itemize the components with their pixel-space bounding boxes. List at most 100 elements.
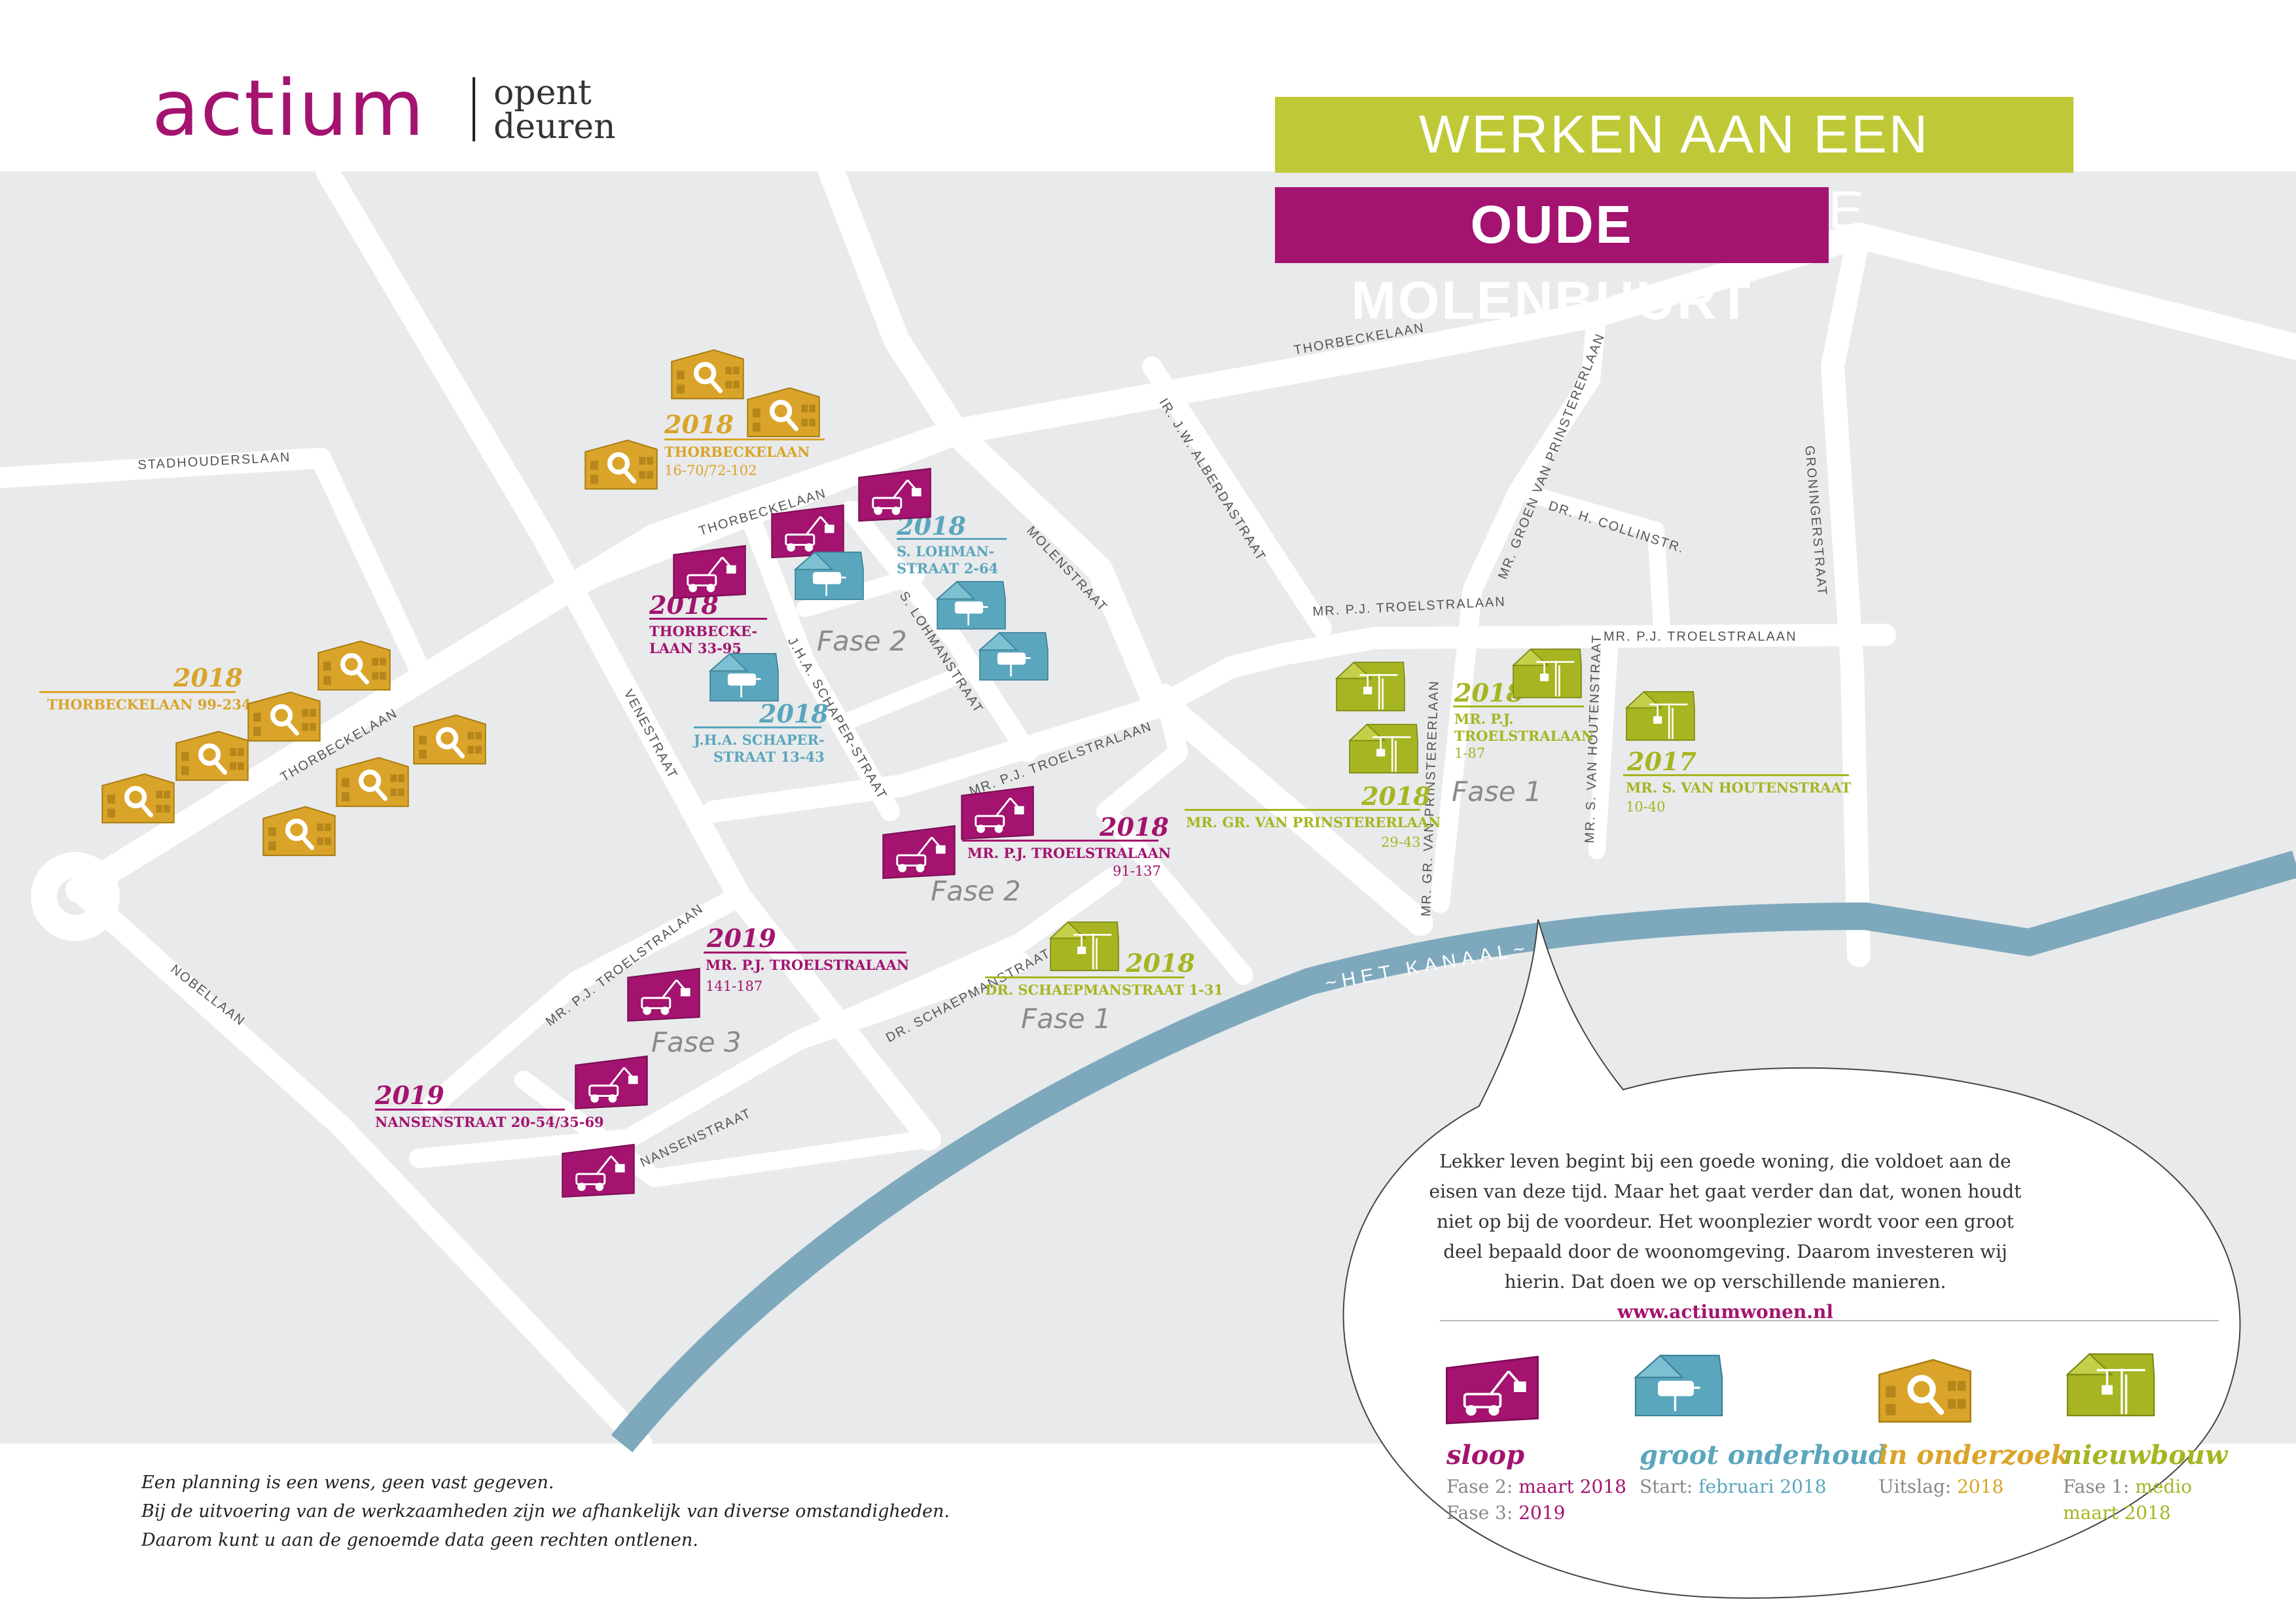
legend-value: maart 2018 bbox=[2063, 1502, 2171, 1524]
demolition-icon bbox=[560, 1142, 637, 1202]
project-year: 2017 bbox=[1627, 747, 1696, 776]
construction-crane-icon bbox=[1332, 658, 1409, 718]
project-address: DR. SCHAEPMANSTRAAT 1-31 bbox=[985, 982, 1224, 998]
project-detail: 16-70/72-102 bbox=[664, 463, 757, 478]
legend-label: Fase 2: bbox=[1446, 1476, 1513, 1497]
project-address2: TROELSTRALAAN bbox=[1454, 728, 1594, 744]
phase-label: Fase 2 bbox=[931, 875, 1021, 907]
project-address: MR. P.J. TROELSTRALAAN bbox=[706, 957, 910, 973]
project-year: 2019 bbox=[707, 923, 776, 953]
construction-crane-icon bbox=[1345, 720, 1422, 780]
research-building-icon bbox=[245, 687, 323, 747]
legend-value: medio bbox=[2135, 1476, 2193, 1497]
info-text-block: Lekker leven begint bij een goede woning… bbox=[1424, 1147, 2026, 1327]
info-text: Lekker leven begint bij een goede woning… bbox=[1429, 1150, 2022, 1293]
renovation-house-icon bbox=[933, 576, 1010, 636]
legend-value: 2018 bbox=[1957, 1476, 2004, 1497]
project-address2: STRAAT 13-43 bbox=[713, 749, 825, 765]
construction-crane-icon bbox=[1509, 645, 1586, 705]
legend-line: Start: februari 2018 bbox=[1640, 1474, 1827, 1500]
project-detail: 10-40 bbox=[1626, 799, 1666, 815]
project-year: 2018 bbox=[173, 663, 243, 692]
phase-label: Fase 1 bbox=[1021, 1003, 1111, 1035]
project-rule bbox=[985, 976, 1185, 978]
research-building-icon bbox=[583, 435, 660, 495]
title-line1: WERKEN AAN EEN VERNIEUWDE bbox=[1275, 97, 2073, 240]
project-detail: 1-87 bbox=[1454, 745, 1486, 761]
disclaimer-line3: Daarom kunt u aan de genoemde data geen … bbox=[141, 1530, 698, 1550]
project-address: MR. GR. VAN PRINSTERERLAAN bbox=[1186, 814, 1441, 830]
project-rule bbox=[1185, 809, 1420, 811]
road-network bbox=[0, 158, 2296, 1455]
project-address: NANSENSTRAAT 20-54/35-69 bbox=[375, 1114, 604, 1130]
logo-tagline-line1: opent bbox=[493, 73, 592, 113]
logo-divider bbox=[473, 77, 475, 141]
project-address: S. LOHMAN- bbox=[897, 543, 995, 560]
project-year: 2018 bbox=[1361, 781, 1431, 811]
project-rule bbox=[649, 618, 767, 620]
demolition-icon bbox=[1443, 1353, 1541, 1429]
research-building-icon bbox=[260, 802, 338, 862]
phase-label: Fase 3 bbox=[651, 1026, 742, 1058]
phase-label: Fase 2 bbox=[817, 625, 907, 657]
project-address: MR. P.J. TROELSTRALAAN bbox=[967, 845, 1172, 861]
project-year: 2019 bbox=[375, 1080, 444, 1110]
construction-crane-icon bbox=[2062, 1348, 2160, 1424]
logo-tagline-line2: deuren bbox=[493, 107, 616, 147]
demolition-icon bbox=[573, 1054, 650, 1114]
street-troelstralaan-east: MR. P.J. TROELSTRALAAN bbox=[1604, 630, 1797, 644]
project-rule bbox=[664, 438, 825, 440]
website-link[interactable]: www.actiumwonen.nl bbox=[1617, 1301, 1834, 1323]
legend-line: Fase 1: medio bbox=[2063, 1474, 2192, 1500]
demolition-icon bbox=[625, 966, 702, 1026]
project-rule bbox=[704, 952, 906, 954]
project-year: 2018 bbox=[759, 699, 829, 728]
info-bubble bbox=[1342, 919, 2241, 1599]
project-year: 2018 bbox=[1454, 678, 1524, 707]
legend-label: Fase 3: bbox=[1446, 1502, 1513, 1524]
construction-crane-icon bbox=[1046, 918, 1123, 978]
project-rule bbox=[39, 691, 236, 693]
project-address: MR. P.J. bbox=[1454, 711, 1514, 727]
legend-title-sloop: sloop bbox=[1446, 1440, 1525, 1471]
canal bbox=[611, 850, 2296, 1453]
actium-logo[interactable]: actium bbox=[152, 63, 425, 153]
demolition-icon bbox=[856, 466, 933, 526]
project-rule bbox=[962, 840, 1158, 842]
project-rule bbox=[694, 726, 821, 728]
renovation-house-icon bbox=[1630, 1348, 1728, 1424]
research-building-icon bbox=[411, 710, 488, 770]
legend-title-groot-onderhoud: groot onderhoud bbox=[1640, 1440, 1887, 1471]
project-address: THORBECKELAAN bbox=[664, 444, 810, 460]
legend-value: februari 2018 bbox=[1698, 1476, 1827, 1497]
research-building-icon bbox=[173, 726, 251, 787]
project-detail: 29-43 bbox=[1381, 834, 1421, 850]
legend-line: Fase 2: maart 2018 bbox=[1446, 1474, 1626, 1500]
legend-line: Uitslag: 2018 bbox=[1878, 1474, 2003, 1500]
project-address2: LAAN 33-95 bbox=[649, 640, 742, 656]
project-year: 2018 bbox=[1126, 948, 1195, 978]
demolition-icon bbox=[959, 784, 1036, 844]
project-detail: 141-187 bbox=[706, 978, 763, 994]
project-rule bbox=[1453, 705, 1584, 707]
renovation-house-icon bbox=[791, 546, 868, 607]
legend-line: Fase 3: 2019 bbox=[1446, 1500, 1565, 1526]
project-address: THORBECKELAAN 99-234 bbox=[47, 696, 251, 713]
disclaimer-line2: Bij de uitvoering van de werkzaamheden z… bbox=[141, 1501, 950, 1522]
renovation-house-icon bbox=[706, 648, 783, 708]
project-rule bbox=[375, 1109, 565, 1111]
legend-value: maart 2018 bbox=[1518, 1476, 1626, 1497]
project-address: THORBECKE- bbox=[649, 623, 758, 639]
project-year: 2018 bbox=[1100, 812, 1169, 842]
project-address: J.H.A. SCHAPER- bbox=[694, 732, 825, 748]
project-rule bbox=[897, 538, 1007, 540]
research-building-icon bbox=[315, 636, 393, 696]
research-building-icon bbox=[745, 383, 822, 443]
legend-title-nieuwbouw: nieuwbouw bbox=[2063, 1440, 2228, 1471]
research-building-icon bbox=[334, 753, 411, 813]
project-rule bbox=[1623, 774, 1849, 776]
phase-label: Fase 1 bbox=[1452, 776, 1542, 808]
legend-title-in-onderzoek: in onderzoek bbox=[1878, 1440, 2070, 1471]
legend-value: 2019 bbox=[1518, 1502, 1566, 1524]
